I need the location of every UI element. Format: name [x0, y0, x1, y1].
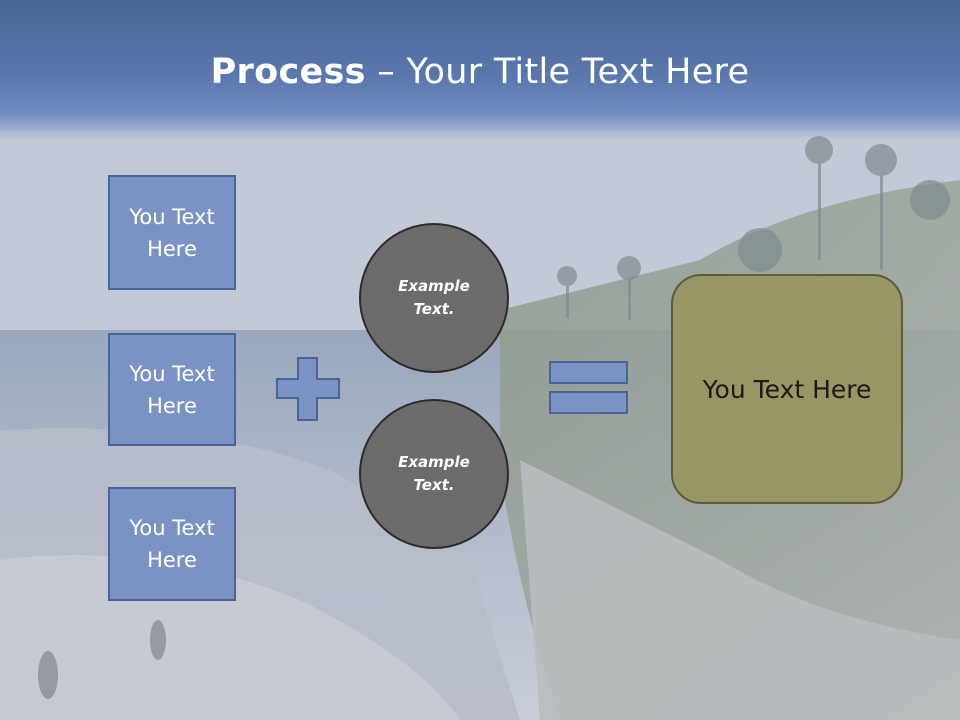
title-bold: Process: [210, 52, 366, 92]
equals-icon: [549, 361, 628, 414]
result-box: You Text Here: [671, 274, 903, 504]
input-box-2-label: You Text Here: [129, 361, 215, 418]
input-box-2: You Text Here: [108, 333, 236, 446]
example-circle-2-label: Example Text.: [398, 453, 470, 494]
input-box-1: You Text Here: [108, 175, 236, 290]
input-box-3: You Text Here: [108, 487, 236, 601]
title-band: [0, 0, 960, 140]
input-box-1-label: You Text Here: [129, 204, 215, 261]
title-rest: – Your Title Text Here: [365, 52, 750, 92]
example-circle-1: Example Text.: [359, 223, 509, 373]
result-box-label: You Text Here: [702, 374, 872, 404]
slide-title: Process – Your Title Text Here: [0, 52, 960, 92]
input-box-3-label: You Text Here: [129, 516, 215, 572]
example-circle-1-label: Example Text.: [398, 277, 470, 318]
example-circle-2: Example Text.: [359, 399, 509, 549]
plus-icon: [276, 357, 340, 421]
